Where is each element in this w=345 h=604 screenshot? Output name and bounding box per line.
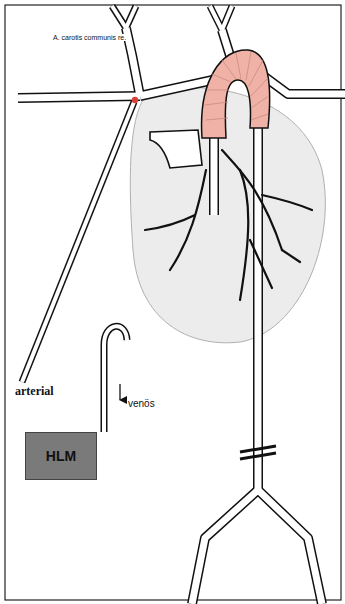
arch-striation xyxy=(205,52,269,120)
vessel-branches xyxy=(112,6,232,30)
venous-line xyxy=(104,326,127,432)
aortic-clamp xyxy=(240,446,276,459)
vessel-lumen xyxy=(18,28,345,604)
right-atrium xyxy=(150,130,202,168)
line-label: arterial xyxy=(14,384,55,399)
aortic-arch xyxy=(202,50,270,138)
box-text: HLM xyxy=(46,448,76,464)
line-label: venös xyxy=(127,398,156,409)
flow-arrow xyxy=(119,384,120,400)
heart-outline xyxy=(130,88,325,343)
machine-box: HLM xyxy=(25,432,97,480)
vessel-walls xyxy=(18,28,345,604)
coronary-vessels xyxy=(145,150,312,300)
vessel-label: A. carotis communis re. xyxy=(52,34,127,41)
vessel-branch-lumen xyxy=(112,6,232,30)
cannulation-site xyxy=(132,97,138,103)
arterial-line xyxy=(22,102,134,382)
